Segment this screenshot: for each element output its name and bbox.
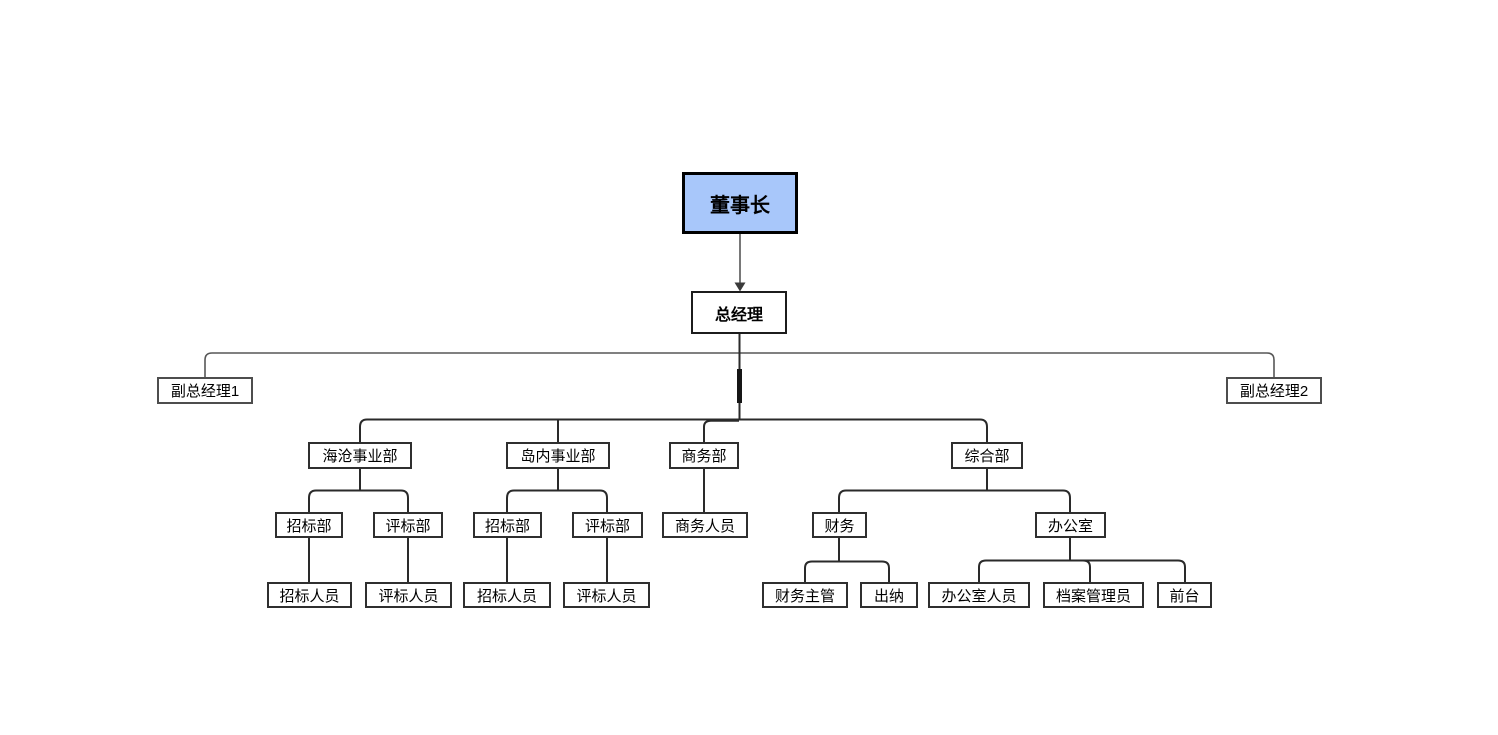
connector-office-children — [978, 559, 1186, 582]
node-evaluation-staff-1[interactable]: 评标人员 — [365, 582, 452, 608]
node-deputy-gm-2[interactable]: 副总经理2 — [1226, 377, 1322, 404]
node-chairman[interactable]: 董事长 — [682, 172, 798, 234]
node-front-desk[interactable]: 前台 — [1157, 582, 1212, 608]
node-commerce-staff[interactable]: 商务人员 — [662, 512, 748, 538]
arrowhead-icon — [734, 282, 746, 292]
connector-drop-archives-manager — [1082, 559, 1091, 582]
node-bidding-dept-1[interactable]: 招标部 — [275, 512, 343, 538]
node-archives-manager[interactable]: 档案管理员 — [1043, 582, 1144, 608]
node-bidding-staff-1[interactable]: 招标人员 — [267, 582, 352, 608]
node-deputy-gm-1[interactable]: 副总经理1 — [157, 377, 253, 404]
connector-finance-children — [804, 560, 890, 582]
connector-haicang-children — [308, 489, 409, 512]
connector-drop-commerce-dept — [703, 419, 739, 442]
node-bidding-staff-2[interactable]: 招标人员 — [463, 582, 551, 608]
node-evaluation-dept-1[interactable]: 评标部 — [373, 512, 443, 538]
node-evaluation-dept-2[interactable]: 评标部 — [572, 512, 643, 538]
connector-gm-divisions-rail — [359, 418, 988, 442]
connector-island-children — [506, 489, 608, 512]
node-finance[interactable]: 财务 — [812, 512, 867, 538]
connector-general-affairs-children — [838, 489, 1071, 512]
node-cashier[interactable]: 出纳 — [860, 582, 918, 608]
node-commerce-dept[interactable]: 商务部 — [669, 442, 739, 469]
node-island-division[interactable]: 岛内事业部 — [506, 442, 610, 469]
node-office-staff[interactable]: 办公室人员 — [928, 582, 1030, 608]
node-general-manager[interactable]: 总经理 — [691, 291, 787, 334]
node-finance-manager[interactable]: 财务主管 — [762, 582, 848, 608]
node-general-affairs-dept[interactable]: 综合部 — [951, 442, 1023, 469]
node-haicang-division[interactable]: 海沧事业部 — [308, 442, 412, 469]
node-office[interactable]: 办公室 — [1035, 512, 1106, 538]
node-evaluation-staff-2[interactable]: 评标人员 — [563, 582, 650, 608]
node-bidding-dept-2[interactable]: 招标部 — [473, 512, 542, 538]
